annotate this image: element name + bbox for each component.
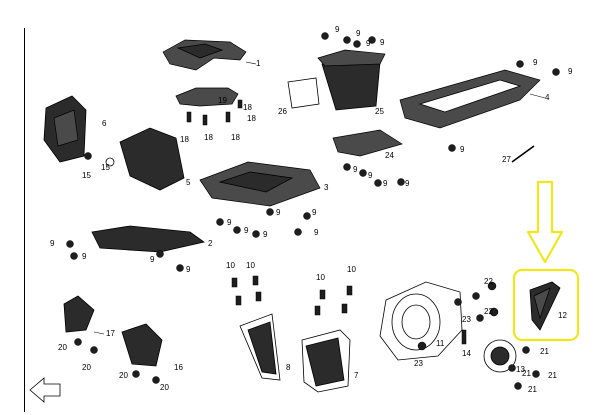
callout-20a: 20 (58, 343, 67, 352)
part-19-mount-bracket (175, 87, 243, 126)
part-3-center-skid-plate (199, 161, 321, 238)
callout-5: 5 (186, 178, 191, 187)
callout-9i: 9 (368, 171, 373, 180)
part-27-rod (511, 145, 535, 163)
callout-15b: 15 (101, 163, 110, 172)
callout-20b: 20 (82, 363, 91, 372)
callout-19: 19 (218, 96, 227, 105)
part-1-upper-bracket (162, 39, 257, 71)
direction-arrow-icon (29, 377, 61, 403)
callout-20c: 20 (119, 371, 128, 380)
callout-25: 25 (375, 107, 384, 116)
callout-10a: 10 (226, 261, 235, 270)
callout-9m: 9 (244, 226, 249, 235)
callout-9b: 9 (356, 29, 361, 38)
callout-9d: 9 (380, 38, 385, 47)
part-25-storage-box (317, 32, 386, 111)
callout-3: 3 (324, 183, 329, 192)
callout-14: 14 (462, 349, 471, 358)
callout-8: 8 (286, 363, 291, 372)
part-24-small-plate (332, 129, 405, 187)
part-10-bolts-group-a (231, 275, 262, 306)
part-6-side-guard (43, 95, 92, 163)
part-10-bolts-group-b (314, 285, 353, 316)
callout-13: 13 (516, 365, 525, 374)
callout-9c: 9 (366, 39, 371, 48)
highlight-arrow-icon (526, 180, 564, 264)
callout-18c: 18 (180, 135, 189, 144)
callout-9u: 9 (186, 265, 191, 274)
callout-22b: 22 (484, 307, 493, 316)
callout-6: 6 (102, 119, 107, 128)
callout-9f: 9 (568, 67, 573, 76)
callout-10c: 10 (316, 273, 325, 282)
callout-18e: 18 (231, 133, 240, 142)
callout-4: 4 (545, 93, 550, 102)
callout-9r: 9 (50, 239, 55, 248)
callout-23b: 23 (462, 315, 471, 324)
callout-7: 7 (354, 371, 359, 380)
part-17-lower-bracket (63, 295, 98, 354)
part-16-lower-bracket (121, 323, 163, 384)
highlight-arrow-shape (526, 180, 564, 264)
callout-1: 1 (256, 59, 261, 68)
callout-21b: 21 (522, 369, 531, 378)
part-14-bolt (461, 329, 467, 345)
callout-26: 26 (278, 107, 287, 116)
callout-21a: 21 (540, 347, 549, 356)
callout-9q: 9 (312, 208, 317, 217)
part-23-bolt (454, 298, 462, 306)
callout-9p: 9 (314, 228, 319, 237)
part-22-nuts (472, 281, 499, 322)
callout-20d: 20 (160, 383, 169, 392)
callout-9s: 9 (82, 252, 87, 261)
part-13-round-cover (483, 339, 540, 390)
part-12-side-panel (529, 281, 561, 331)
part-4-skid-rail (399, 60, 560, 152)
part-7-front-panel (301, 329, 351, 393)
callout-18b: 18 (247, 114, 256, 123)
callout-9l: 9 (227, 218, 232, 227)
callout-10b: 10 (246, 261, 255, 270)
callout-12: 12 (558, 311, 567, 320)
callout-23a: 23 (414, 359, 423, 368)
callout-18a: 18 (243, 103, 252, 112)
callout-9o: 9 (276, 208, 281, 217)
part-11-cover (379, 281, 463, 361)
callout-9a: 9 (335, 25, 340, 34)
part-5-side-cover (105, 127, 185, 191)
callout-22a: 22 (484, 277, 493, 286)
callout-9g: 9 (460, 145, 465, 154)
callout-21d: 21 (528, 385, 537, 394)
callout-9k: 9 (405, 179, 410, 188)
callout-24: 24 (385, 151, 394, 160)
part-2-lower-guard (66, 225, 205, 272)
callout-16: 16 (174, 363, 183, 372)
part-26-label-sheet (287, 77, 320, 109)
callout-10d: 10 (347, 265, 356, 274)
highlight-box (512, 268, 580, 342)
callout-9h: 9 (353, 165, 358, 174)
callout-27: 27 (502, 155, 511, 164)
callout-9n: 9 (263, 230, 268, 239)
callout-2: 2 (208, 239, 213, 248)
part-8-wedge-panel (239, 313, 281, 381)
callout-9e: 9 (533, 58, 538, 67)
callout-15a: 15 (82, 171, 91, 180)
callout-17: 17 (106, 329, 115, 338)
callout-11: 11 (436, 339, 445, 348)
callout-21c: 21 (548, 371, 557, 380)
callout-9t: 9 (150, 255, 155, 264)
callout-9j: 9 (383, 179, 388, 188)
frame-border-left (24, 28, 25, 412)
callout-18d: 18 (204, 133, 213, 142)
